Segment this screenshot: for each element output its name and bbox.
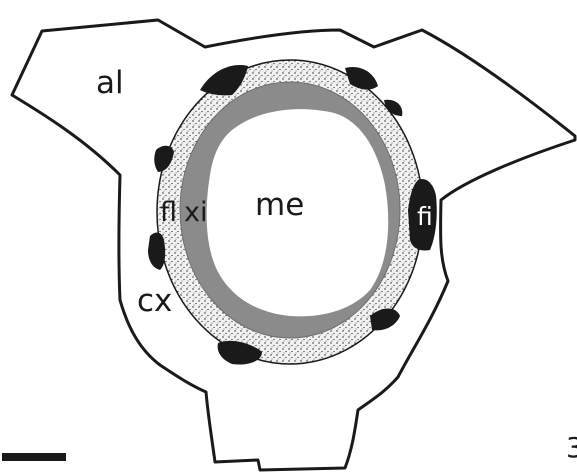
label-me: me bbox=[255, 190, 304, 221]
scale-bar bbox=[2, 453, 66, 461]
label-fl: fl bbox=[160, 199, 177, 226]
label-cx: cx bbox=[137, 286, 172, 317]
label-fi: fi bbox=[417, 204, 433, 229]
label-xi: xi bbox=[184, 199, 207, 226]
label-al: al bbox=[96, 68, 124, 99]
panel-number: 3 bbox=[566, 434, 577, 462]
